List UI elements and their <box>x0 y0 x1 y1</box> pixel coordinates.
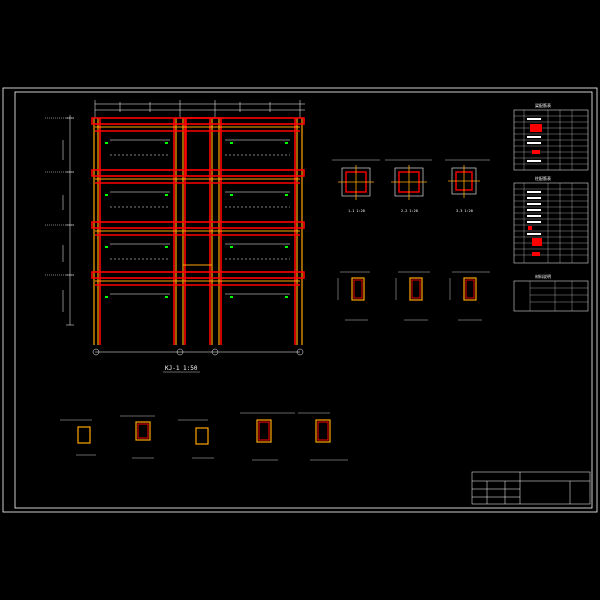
beam-section-b <box>395 271 430 321</box>
inner-frame <box>14 91 593 509</box>
column-section-3: 3-3 1:20 <box>445 159 490 213</box>
frame-elevation: KJ-1 1:50 <box>45 100 305 373</box>
girder-lines <box>95 126 300 282</box>
frame-title: KJ-1 1:50 <box>165 365 198 372</box>
bottom-section-1 <box>60 419 96 456</box>
table-title-1: 梁配筋表 <box>535 102 551 108</box>
rebar-marks <box>105 142 288 298</box>
beam-section-a <box>337 271 370 321</box>
column-section-2: 2-2 1:20 <box>385 159 432 213</box>
top-dimension-chain <box>94 100 305 118</box>
section-label-2: 2-2 1:20 <box>401 209 418 213</box>
beams <box>91 117 305 345</box>
beam-rebar-table: 梁配筋表 <box>513 102 589 171</box>
bottom-section-4 <box>240 412 295 461</box>
beam-sections <box>337 271 490 321</box>
columns <box>93 118 303 345</box>
bottom-section-3 <box>178 419 214 459</box>
outer-frame <box>2 87 598 513</box>
title-block <box>471 471 591 505</box>
column-sections: 1-1 1:20 2-2 1:20 3-3 1:20 <box>332 159 490 213</box>
section-label-3: 3-3 1:20 <box>456 209 473 213</box>
table-title-2: 柱配筋表 <box>535 175 551 181</box>
beam-section-c <box>449 271 490 321</box>
bottom-sections <box>60 412 348 461</box>
column-rebar-table: 柱配筋表 <box>513 175 589 264</box>
column-section-1: 1-1 1:20 <box>332 159 380 213</box>
bottom-section-5 <box>298 412 348 461</box>
material-table: 材料说明 <box>513 273 589 312</box>
section-label-1: 1-1 1:20 <box>348 209 365 213</box>
bottom-section-2 <box>120 415 155 459</box>
rebar-annotations <box>110 139 290 295</box>
bottom-dimension-chain <box>92 348 304 356</box>
table-title-3: 材料说明 <box>535 273 551 279</box>
elevation-scale <box>45 115 74 326</box>
